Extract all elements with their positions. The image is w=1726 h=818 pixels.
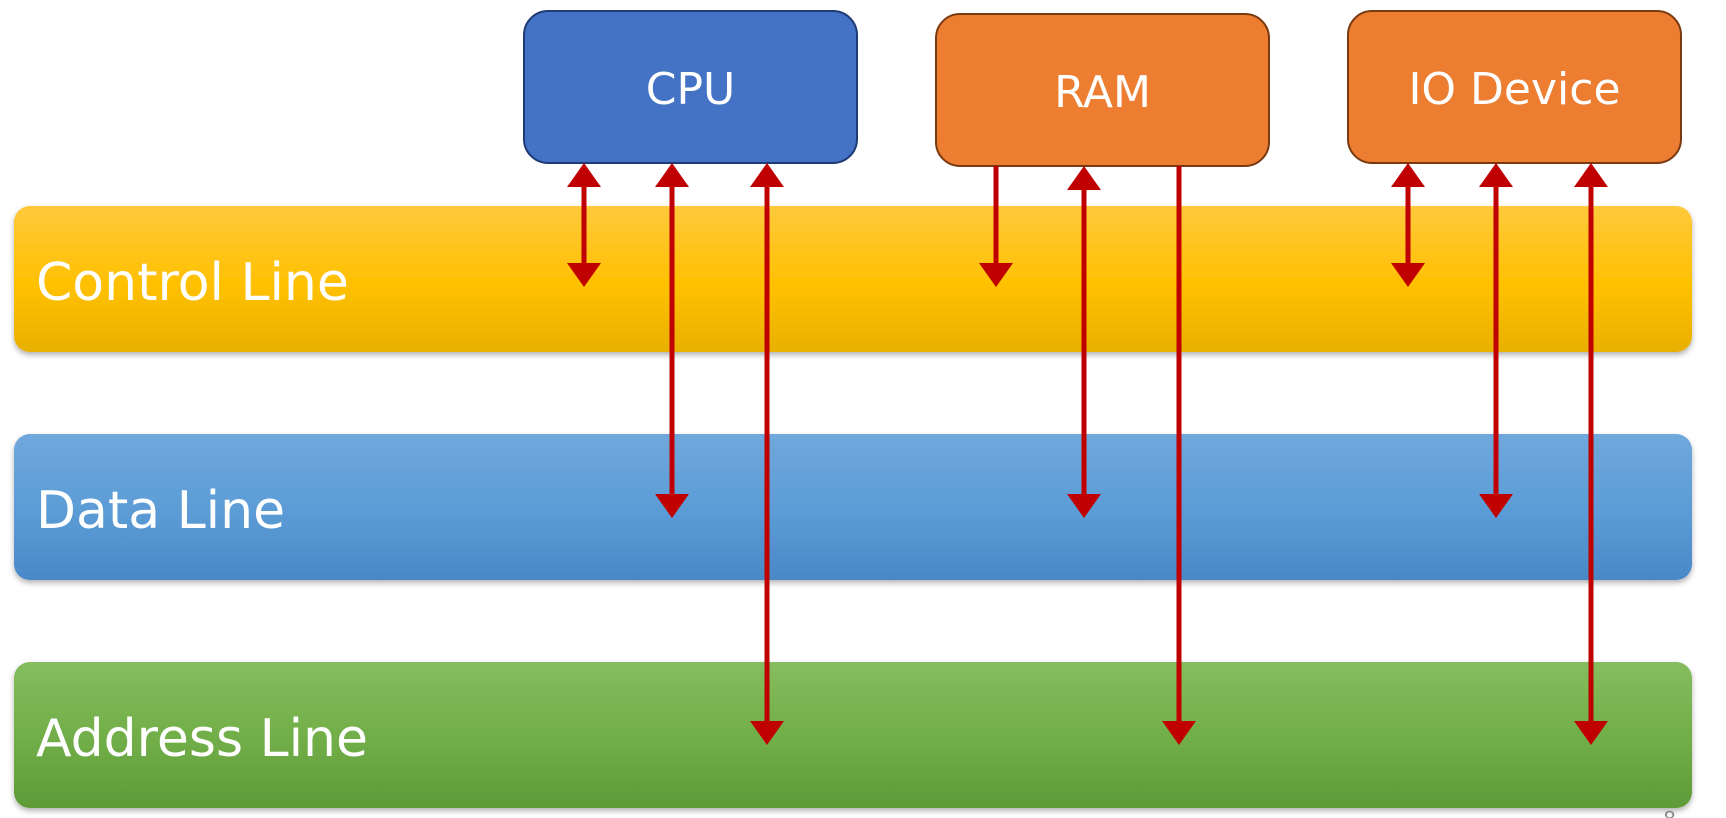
arrowhead-up [750,163,784,187]
arrow-io-to-control [1391,163,1425,287]
page-number: 8 [1663,807,1676,818]
connection-arrows [567,163,1608,745]
io-device-component: IO Device [1347,10,1682,164]
arrowhead-up [1479,163,1513,187]
data-line-bus: Data Line [14,434,1692,580]
arrow-ram-to-address [1162,166,1196,745]
ram-box [935,13,1270,167]
cpu-label: CPU [646,64,735,115]
arrow-io-to-address [1574,163,1608,745]
arrow-ram-to-control [979,166,1013,287]
arrowhead-up [1574,163,1608,187]
arrowhead-down [567,263,601,287]
arrowhead-up [1067,166,1101,190]
arrow-io-to-data [1479,163,1513,518]
arrowhead-down [1391,263,1425,287]
arrow-cpu-to-data [655,163,689,518]
arrowhead-down [1574,721,1608,745]
arrow-ram-to-data [1067,166,1101,518]
data-line-band [14,434,1692,580]
cpu-box [523,10,858,164]
arrowhead-down [1162,721,1196,745]
address-line-label: Address Line [36,709,368,769]
arrow-cpu-to-control [567,163,601,287]
io-device-label: IO Device [1408,64,1620,115]
arrow-cpu-to-address [750,163,784,745]
control-line-label: Control Line [36,253,349,313]
arrowhead-up [1391,163,1425,187]
arrowhead-down [750,721,784,745]
arrowhead-down [1479,494,1513,518]
control-line-bus: Control Line [14,206,1692,352]
arrowhead-up [567,163,601,187]
address-line-band [14,662,1692,808]
control-line-band [14,206,1692,352]
arrowhead-down [1067,494,1101,518]
arrowhead-up [655,163,689,187]
data-line-label: Data Line [36,481,285,541]
io-device-box [1347,10,1682,164]
ram-label: RAM [1054,67,1151,118]
ram-component: RAM [935,13,1270,167]
cpu-component: CPU [523,10,858,164]
address-line-bus: Address Line [14,662,1692,808]
arrowhead-down [655,494,689,518]
arrowhead-down [979,263,1013,287]
